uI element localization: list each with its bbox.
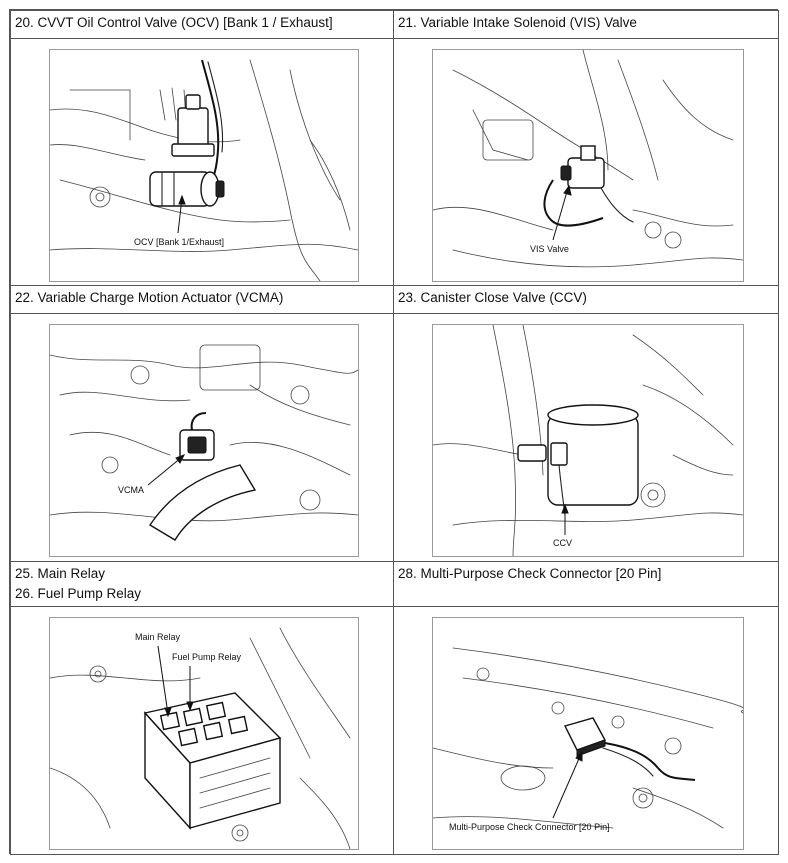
header-vis: 21. Variable Intake Solenoid (VIS) Valve [393,10,779,39]
header-relays: 25. Main Relay 26. Fuel Pump Relay [10,561,394,607]
check-connector-illustration: Multi-Purpose Check Connector [20 Pin] [433,647,743,832]
image-cell-ocv: OCV [Bank 1/Exhaust] [10,38,394,286]
relay-diagram: Main Relay Fuel Pump Relay [49,617,359,850]
callout-vis: VIS Valve [530,244,569,254]
callout-main-relay: Main Relay [135,632,181,642]
image-cell-vis: VIS Valve [393,38,779,286]
callout-ccv: CCV [553,538,572,548]
title-ccv: 23. Canister Close Valve (CCV) [398,290,587,305]
callout-check-connector: Multi-Purpose Check Connector [20 Pin] [449,822,610,832]
title-main-relay: 25. Main Relay [15,566,106,581]
vcma-diagram: VCMA [49,324,359,557]
check-connector-diagram: Multi-Purpose Check Connector [20 Pin] [432,617,744,850]
header-ccv: 23. Canister Close Valve (CCV) [393,285,779,314]
ocv-illustration: OCV [Bank 1/Exhaust] [50,59,358,281]
ocv-diagram: OCV [Bank 1/Exhaust] [49,49,359,282]
ccv-diagram: CCV [432,324,744,557]
header-check-connector: 28. Multi-Purpose Check Connector [20 Pi… [393,561,779,607]
ccv-illustration: CCV [433,325,743,556]
image-cell-relays: Main Relay Fuel Pump Relay [10,606,394,855]
vis-diagram: VIS Valve [432,49,744,282]
title-ocv: 20. CVVT Oil Control Valve (OCV) [Bank 1… [15,15,333,30]
image-cell-ccv: CCV [393,313,779,562]
callout-fuel-pump-relay: Fuel Pump Relay [172,652,242,662]
header-ocv: 20. CVVT Oil Control Valve (OCV) [Bank 1… [10,10,394,39]
title-vis: 21. Variable Intake Solenoid (VIS) Valve [398,15,637,30]
title-fuel-pump-relay: 26. Fuel Pump Relay [15,586,142,601]
header-vcma: 22. Variable Charge Motion Actuator (VCM… [10,285,394,314]
vis-illustration: VIS Valve [433,50,743,268]
image-cell-check-connector: Multi-Purpose Check Connector [20 Pin] [393,606,779,855]
callout-ocv: OCV [Bank 1/Exhaust] [134,237,224,247]
relay-illustration: Main Relay Fuel Pump Relay [50,627,351,849]
component-table: 20. CVVT Oil Control Valve (OCV) [Bank 1… [9,9,779,855]
title-check-connector: 28. Multi-Purpose Check Connector [20 Pi… [398,566,662,581]
vcma-illustration: VCMA [50,344,358,541]
title-vcma: 22. Variable Charge Motion Actuator (VCM… [15,290,284,305]
image-cell-vcma: VCMA [10,313,394,562]
callout-vcma: VCMA [118,485,144,495]
